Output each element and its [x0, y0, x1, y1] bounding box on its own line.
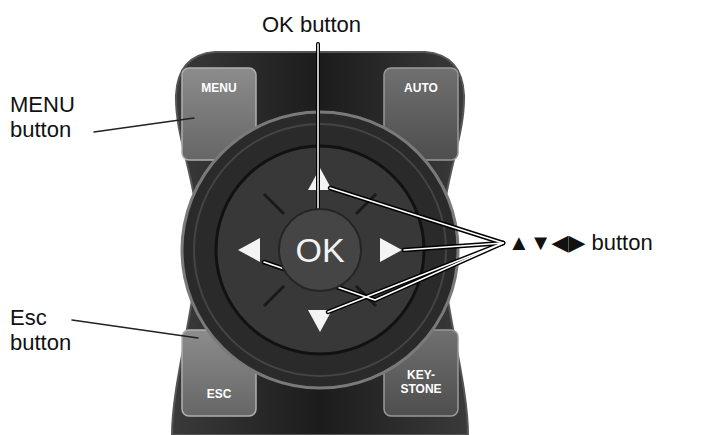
button-label: KEY- STONE [396, 369, 446, 397]
menu-callout: MENU button [10, 92, 92, 142]
auto-button: AUTO [387, 74, 455, 104]
menu-button: MENU [185, 74, 253, 104]
esc-callout: Esc button [10, 305, 92, 355]
ok-callout: OK button [262, 12, 361, 37]
esc-leader [72, 320, 198, 338]
menu-leader [94, 118, 194, 132]
button-label: AUTO [404, 82, 438, 96]
button-label: OK [295, 233, 344, 267]
arrow-callout: ▲▼◀▶ button [508, 230, 653, 255]
arrow-leaders [264, 188, 503, 312]
keystone-button: KEY- STONE [387, 360, 455, 406]
esc-button: ESC [185, 380, 253, 410]
button-label: ESC [207, 388, 232, 402]
ok-leader [316, 44, 320, 212]
leader-lines [72, 44, 503, 338]
dpad-dividers [264, 194, 376, 306]
left-arrow [238, 238, 260, 262]
ok-button: OK [278, 208, 362, 292]
ok-leader-core [317, 44, 319, 212]
right-arrow [380, 238, 402, 262]
button-label: MENU [201, 82, 236, 96]
